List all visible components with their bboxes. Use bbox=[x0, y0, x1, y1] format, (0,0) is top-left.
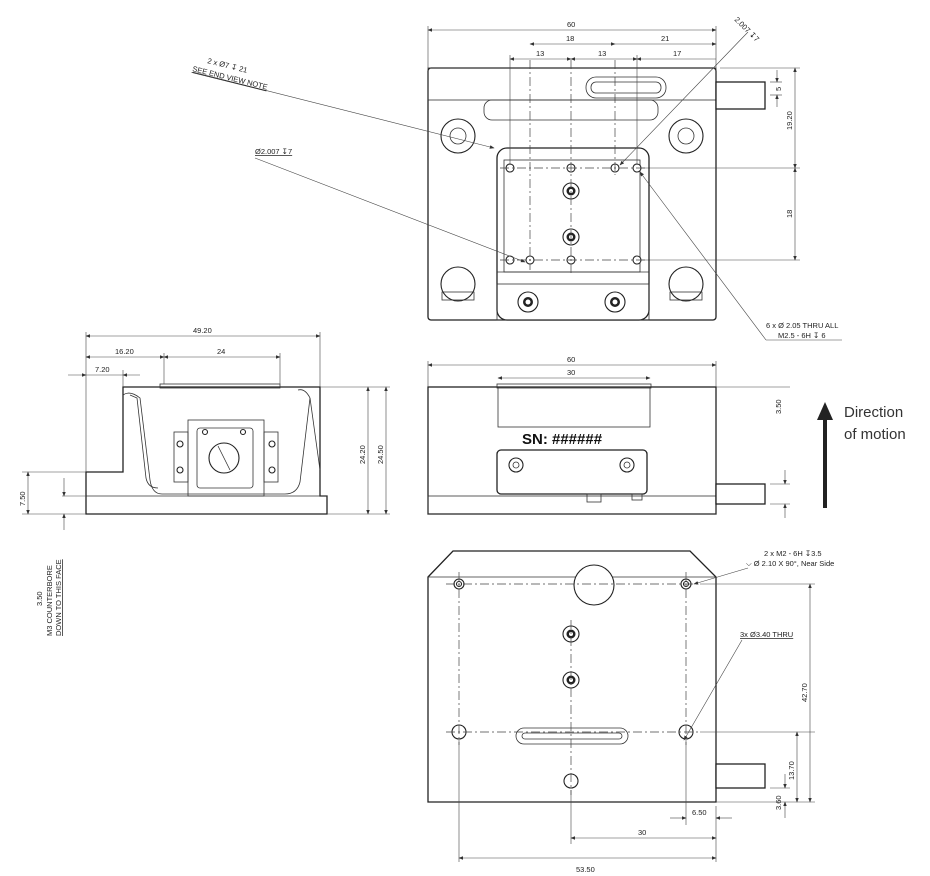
end-dim-49-20: 49.20 bbox=[193, 326, 212, 335]
bottom-slot bbox=[515, 727, 629, 745]
counterbore-note-line1: 3.50 bbox=[35, 591, 44, 606]
front-view-side-shaft bbox=[715, 483, 766, 505]
thread-callout-line1: 6 x Ø 2.05 THRU ALL bbox=[766, 321, 838, 330]
top-dim-13b: 13 bbox=[598, 49, 606, 58]
motion-indicator: Direction of motion bbox=[817, 402, 906, 508]
bottom-view: 42.70 13.70 3.60 6.50 30 53.50 2 x M2 - … bbox=[427, 549, 834, 874]
m2-callout-line2: ⌵ Ø 2.10 X 90°, Near Side bbox=[746, 559, 834, 568]
bottom-dim-42-70: 42.70 bbox=[800, 683, 809, 702]
serial-number-label: SN: ###### bbox=[522, 431, 603, 448]
thread-callout-line2: M2.5 - 6H ↧ 6 bbox=[778, 331, 826, 340]
motion-label-line2: of motion bbox=[844, 426, 906, 443]
top-dim-5: 5 bbox=[774, 87, 783, 91]
top-dim-21: 21 bbox=[661, 34, 669, 43]
front-width-dim: 60 bbox=[567, 355, 575, 364]
pin-hole-callout: Ø2.007 ↧7 bbox=[255, 147, 292, 156]
bottom-dim-30: 30 bbox=[638, 828, 646, 837]
end-dim-7-20: 7.20 bbox=[95, 365, 110, 374]
end-dim-24: 24 bbox=[217, 347, 225, 356]
counterbore-bottom-right bbox=[668, 266, 704, 302]
end-view-body bbox=[85, 386, 328, 515]
top-width-dim: 60 bbox=[567, 20, 575, 29]
end-view: 49.20 16.20 24 7.20 24.20 24.50 7.50 3.5… bbox=[18, 326, 390, 636]
motion-label-line1: Direction bbox=[844, 404, 903, 421]
bottom-dim-3-60: 3.60 bbox=[774, 795, 783, 810]
top-dim-18-vertical: 18 bbox=[785, 210, 794, 218]
top-view-side-shaft bbox=[715, 81, 766, 110]
front-view: SN: ###### 60 30 3.50 bbox=[427, 355, 790, 518]
top-dim-13a: 13 bbox=[536, 49, 544, 58]
top-dim-17: 17 bbox=[673, 49, 681, 58]
counterbore-right bbox=[668, 118, 704, 154]
top-view: 60 18 21 13 13 17 5 19.20 18 2 x Ø7 ↧ 21… bbox=[192, 15, 842, 341]
counterbore-note-line3: DOWN TO THIS FACE bbox=[54, 559, 63, 636]
top-view-slot bbox=[585, 76, 667, 99]
front-view-plate bbox=[496, 449, 648, 495]
bottom-dim-6-50: 6.50 bbox=[692, 808, 707, 817]
counterbore-left bbox=[440, 118, 476, 154]
thru-holes-callout: 3x Ø3.40 THRU bbox=[740, 630, 793, 639]
pin-hole-angled-callout: 2.007 ↧7 bbox=[733, 15, 762, 44]
counterbore-bottom-left bbox=[440, 266, 476, 302]
front-dim-30: 30 bbox=[567, 368, 575, 377]
end-dim-24-20: 24.20 bbox=[358, 445, 367, 464]
bottom-large-bore bbox=[573, 564, 615, 606]
top-dim-19-20: 19.20 bbox=[785, 111, 794, 130]
bottom-dim-13-70: 13.70 bbox=[787, 761, 796, 780]
m2-callout-line1: 2 x M2 - 6H ↧3.5 bbox=[764, 549, 822, 558]
front-dim-3-50: 3.50 bbox=[774, 399, 783, 414]
end-dim-24-50: 24.50 bbox=[376, 445, 385, 464]
end-dim-7-50: 7.50 bbox=[18, 491, 27, 506]
bottom-dim-53-50: 53.50 bbox=[576, 865, 595, 874]
bottom-view-side-shaft bbox=[715, 763, 766, 789]
top-dim-18: 18 bbox=[566, 34, 574, 43]
end-dim-16-20: 16.20 bbox=[115, 347, 134, 356]
counterbore-note-line2: M3 COUNTERBORE bbox=[45, 565, 54, 636]
